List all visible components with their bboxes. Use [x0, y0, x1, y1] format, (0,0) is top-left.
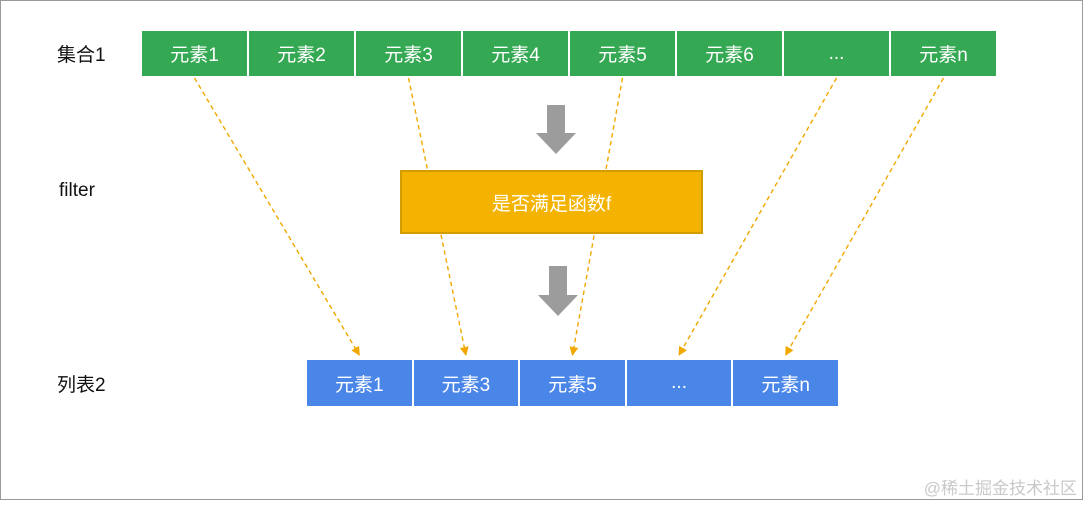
connector-line-7-to-4 [785, 77, 945, 356]
watermark: @稀土掘金技术社区 [923, 479, 1077, 498]
result-box-2: 元素5 [520, 360, 625, 406]
source-box-4: 元素5 [570, 31, 675, 76]
result-box-0: 元素1 [307, 360, 412, 406]
filter-condition-text: 是否满足函数f [491, 193, 612, 215]
source-box-2: 元素3 [356, 31, 461, 76]
down-arrow-icon-bottom [538, 266, 578, 316]
result-box-4: 元素n [733, 360, 838, 406]
filter-label: filter [59, 180, 95, 201]
source-box-3: 元素4 [463, 31, 568, 76]
filter-condition-box: 是否满足函数f [400, 170, 703, 234]
source-box-7: 元素n [891, 31, 996, 76]
result-box-3: ... [626, 360, 732, 406]
down-arrow-icon-top [536, 105, 576, 154]
source-box-6: ... [784, 31, 889, 76]
source-row-label: 集合1 [57, 45, 106, 66]
connector-line-0-to-0 [193, 77, 360, 356]
source-box-5: 元素6 [677, 31, 782, 76]
source-box-1: 元素2 [249, 31, 354, 76]
result-row-label: 列表2 [57, 374, 106, 396]
source-box-0: 元素1 [142, 31, 247, 76]
result-box-1: 元素3 [413, 360, 519, 406]
